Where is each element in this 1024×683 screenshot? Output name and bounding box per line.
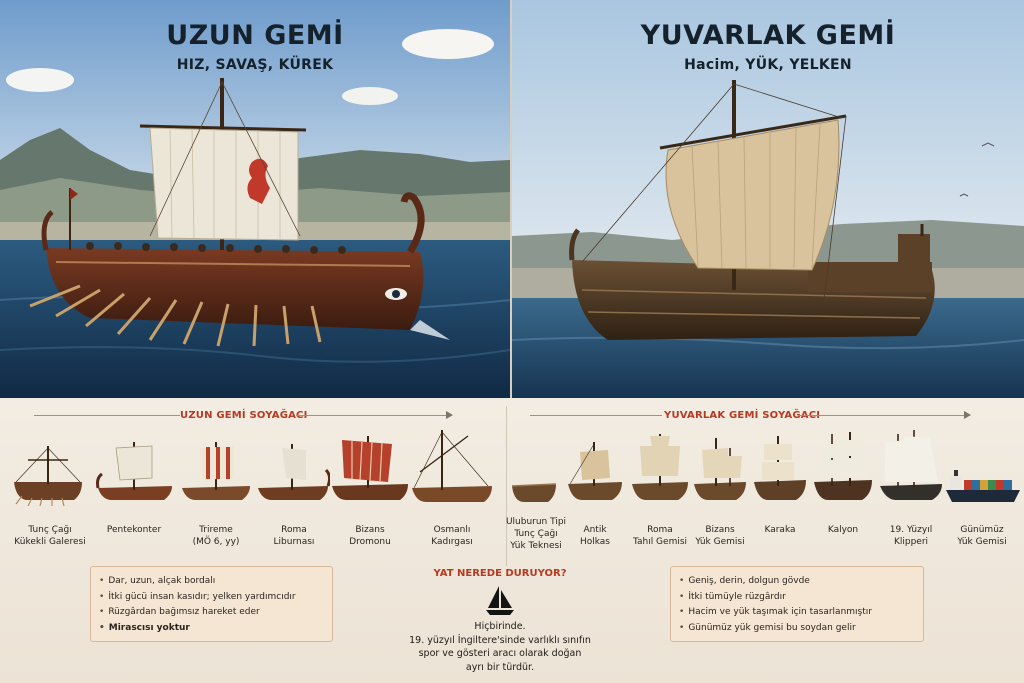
label-clipper: 19. Yüzyıl Klipperi [889, 525, 933, 547]
long-ship-subtitle: HIZ, SAVAŞ, KÜREK [176, 57, 334, 73]
label-byzantine-cargo: Bizans Yük Gemisi [695, 525, 745, 547]
round-ship-title: YUVARLAK GEMİ [640, 20, 896, 51]
long-ship-title: UZUN GEMİ [166, 20, 344, 51]
family-trees: UZUN GEMİ SOYAĞACI YUVARLAK GEMİ SOYAĞAC… [0, 398, 1024, 683]
round-ship-traits-box: •Geniş, derin, dolgun gövde •İtki tümüyl… [670, 566, 924, 642]
ship-byzantine-cargo [692, 434, 748, 504]
label-roman-grain-ship: Roma Tahıl Gemisi [632, 525, 688, 547]
sailboat-icon [484, 584, 516, 620]
ship-pentekonter [94, 438, 174, 506]
yacht-answer: Hiçbirinde. 19. yüzyıl İngiltere'sinde v… [409, 621, 591, 673]
long-trait-item: •İtki gücü insan kasıdır; yelken yardımc… [99, 591, 296, 602]
ship-ottoman-galley [410, 428, 494, 508]
round-trait-item: •Geniş, derin, dolgun gövde [679, 576, 810, 586]
long-ship-scene [0, 0, 510, 398]
label-pentekonter: Pentekonter [106, 525, 162, 535]
long-tree-title: UZUN GEMİ SOYAĞACI [180, 410, 308, 421]
round-trait-item: •Günümüz yük gemisi bu soydan gelir [679, 622, 856, 633]
round-ship-scene [512, 0, 1024, 398]
long-trait-item: •Dar, uzun, alçak bordalı [99, 576, 216, 586]
ship-galleon [812, 430, 874, 504]
label-roman-liburna: Roma Liburnası [273, 525, 315, 547]
label-bronze-age-galley: Tunç Çağı Kükekli Galeresi [14, 525, 86, 547]
label-uluburun-hull: Uluburun Tipi Tunç Çağı Yük Teknesi [505, 517, 567, 551]
ship-ancient-holkas [566, 438, 624, 504]
round-ship-subtitle: Hacim, YÜK, YELKEN [684, 57, 852, 73]
long-ship-panel: UZUN GEMİ HIZ, SAVAŞ, KÜREK [0, 0, 510, 398]
yacht-question: YAT NEREDE DURUYOR? [433, 568, 567, 579]
label-trireme: Trireme (MÖ 6, yy) [192, 525, 240, 547]
label-byzantine-dromon: Bizans Dromonu [349, 525, 391, 547]
round-tree-title: YUVARLAK GEMİ SOYAĞACI [664, 410, 821, 421]
ship-roman-liburna [256, 440, 330, 506]
ship-modern-cargo [944, 464, 1022, 506]
round-tree-line-left [530, 415, 662, 416]
label-galleon: Kalyon [827, 525, 859, 535]
tree-divider [506, 406, 507, 566]
long-tree-line-left [34, 415, 180, 416]
long-ship-heading: UZUN GEMİ HIZ, SAVAŞ, KÜREK [0, 20, 510, 73]
ship-uluburun-hull [510, 474, 558, 506]
ship-roman-grain-ship [630, 432, 690, 504]
long-tree-line-right [296, 415, 446, 416]
label-carrack: Karaka [764, 525, 796, 535]
long-trait-item: •Rüzgârdan bağımsız hareket eder [99, 607, 260, 617]
round-ship-panel: YUVARLAK GEMİ Hacim, YÜK, YELKEN [512, 0, 1024, 398]
label-ottoman-galley: Osmanlı Kadırgası [431, 525, 473, 547]
round-ship-heading: YUVARLAK GEMİ Hacim, YÜK, YELKEN [512, 20, 1024, 73]
panel-divider [510, 0, 512, 398]
round-tree-arrow [964, 411, 971, 419]
long-trait-item: •Mirascısı yoktur [99, 622, 190, 633]
ship-clipper [878, 428, 944, 504]
long-tree-arrow [446, 411, 453, 419]
label-modern-cargo: Günümüz Yük Gemisi [957, 525, 1007, 547]
ship-byzantine-dromon [330, 434, 410, 506]
label-ancient-holkas: Antik Holkas [579, 525, 611, 547]
long-ship-traits: •Dar, uzun, alçak bordalı •İtki gücü ins… [99, 574, 322, 636]
ship-trireme [178, 438, 252, 506]
long-ship-traits-box: •Dar, uzun, alçak bordalı •İtki gücü ins… [90, 566, 333, 642]
round-trait-item: •Hacim ve yük taşımak için tasarlanmıştı… [679, 607, 872, 617]
round-trait-item: •İtki tümüyle rüzgârdır [679, 591, 786, 602]
round-ship-traits: •Geniş, derin, dolgun gövde •İtki tümüyl… [679, 574, 913, 636]
ship-bronze-age-galley [12, 440, 84, 506]
ship-carrack [752, 434, 808, 504]
round-tree-line-right [798, 415, 964, 416]
